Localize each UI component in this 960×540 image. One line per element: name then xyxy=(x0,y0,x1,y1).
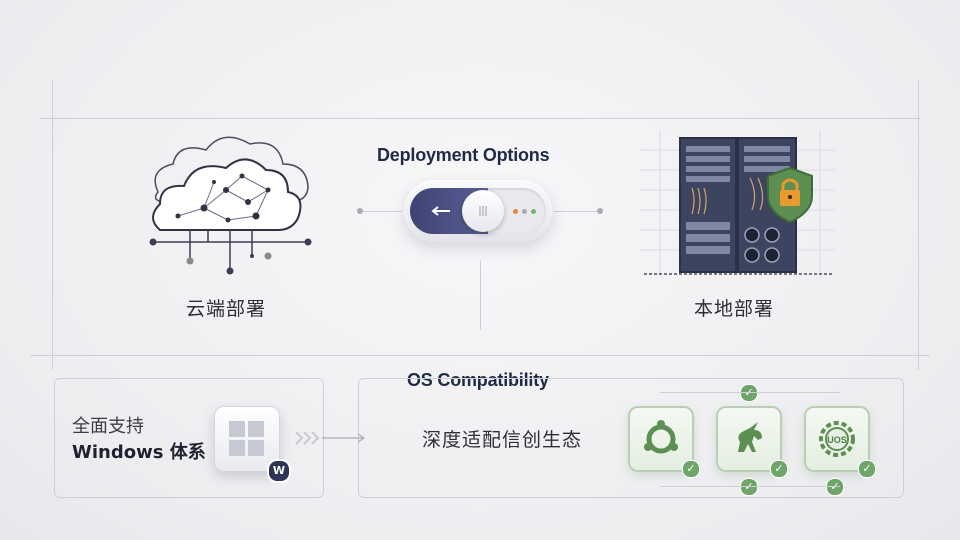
deployment-title: Deployment Options xyxy=(377,145,550,165)
card-connector-bottom xyxy=(660,486,840,487)
top-connector-check-icon: ✓ xyxy=(740,384,758,402)
frame-right-line xyxy=(918,80,919,370)
onprem-deploy-label: 本地部署 xyxy=(694,298,775,320)
ubuntu-icon xyxy=(644,420,678,454)
kylin-check-icon: ✓ xyxy=(770,460,788,478)
toggle-knob[interactable] xyxy=(462,190,504,232)
status-dot-green xyxy=(531,209,536,214)
cloud-network-icon xyxy=(149,136,312,275)
ubuntu-card: ✓ xyxy=(628,406,700,478)
bottom-connector-check-icon: ✓ xyxy=(740,478,758,496)
uos-icon: UOS xyxy=(819,421,855,457)
center-divider xyxy=(480,260,481,330)
status-dot-gray xyxy=(522,209,527,214)
frame-mid-line xyxy=(30,355,930,356)
windows-support-line2: Windows 体系 xyxy=(72,442,206,463)
windows-card: W xyxy=(214,406,291,483)
frame-top-line xyxy=(40,118,920,119)
kylin-card: ✓ xyxy=(716,406,788,478)
right-connector-check-icon: ✓ xyxy=(826,478,844,496)
server-rack-icon xyxy=(640,130,835,275)
ubuntu-check-icon: ✓ xyxy=(682,460,700,478)
windows-support-line1: 全面支持 xyxy=(72,416,144,437)
uos-check-icon: ✓ xyxy=(858,460,876,478)
windows-logo-icon xyxy=(229,421,264,456)
status-dot-orange xyxy=(513,209,518,214)
compat-title: OS Compatibility xyxy=(407,370,549,390)
deployment-toggle[interactable] xyxy=(404,180,552,242)
toggle-right-connector xyxy=(554,211,600,212)
uos-card: UOS ✓ xyxy=(804,406,876,478)
flow-arrows-icon xyxy=(295,431,366,445)
card-connector-top xyxy=(660,392,840,393)
xinchuang-ecosystem-text: 深度适配信创生态 xyxy=(422,429,583,451)
connector-dot-left xyxy=(357,208,363,214)
kylin-unicorn-icon xyxy=(738,422,762,452)
svg-text:UOS: UOS xyxy=(827,435,847,445)
windows-badge: W xyxy=(267,459,291,483)
frame-left-line xyxy=(52,80,53,370)
toggle-left-connector xyxy=(360,211,402,212)
grip-icon xyxy=(479,206,487,216)
toggle-track xyxy=(410,188,546,234)
arrow-left-icon xyxy=(431,206,450,216)
windows-support-text: 全面支持 Windows 体系 xyxy=(72,414,206,466)
connector-dot-right xyxy=(597,208,603,214)
cloud-deploy-label: 云端部署 xyxy=(186,298,267,320)
